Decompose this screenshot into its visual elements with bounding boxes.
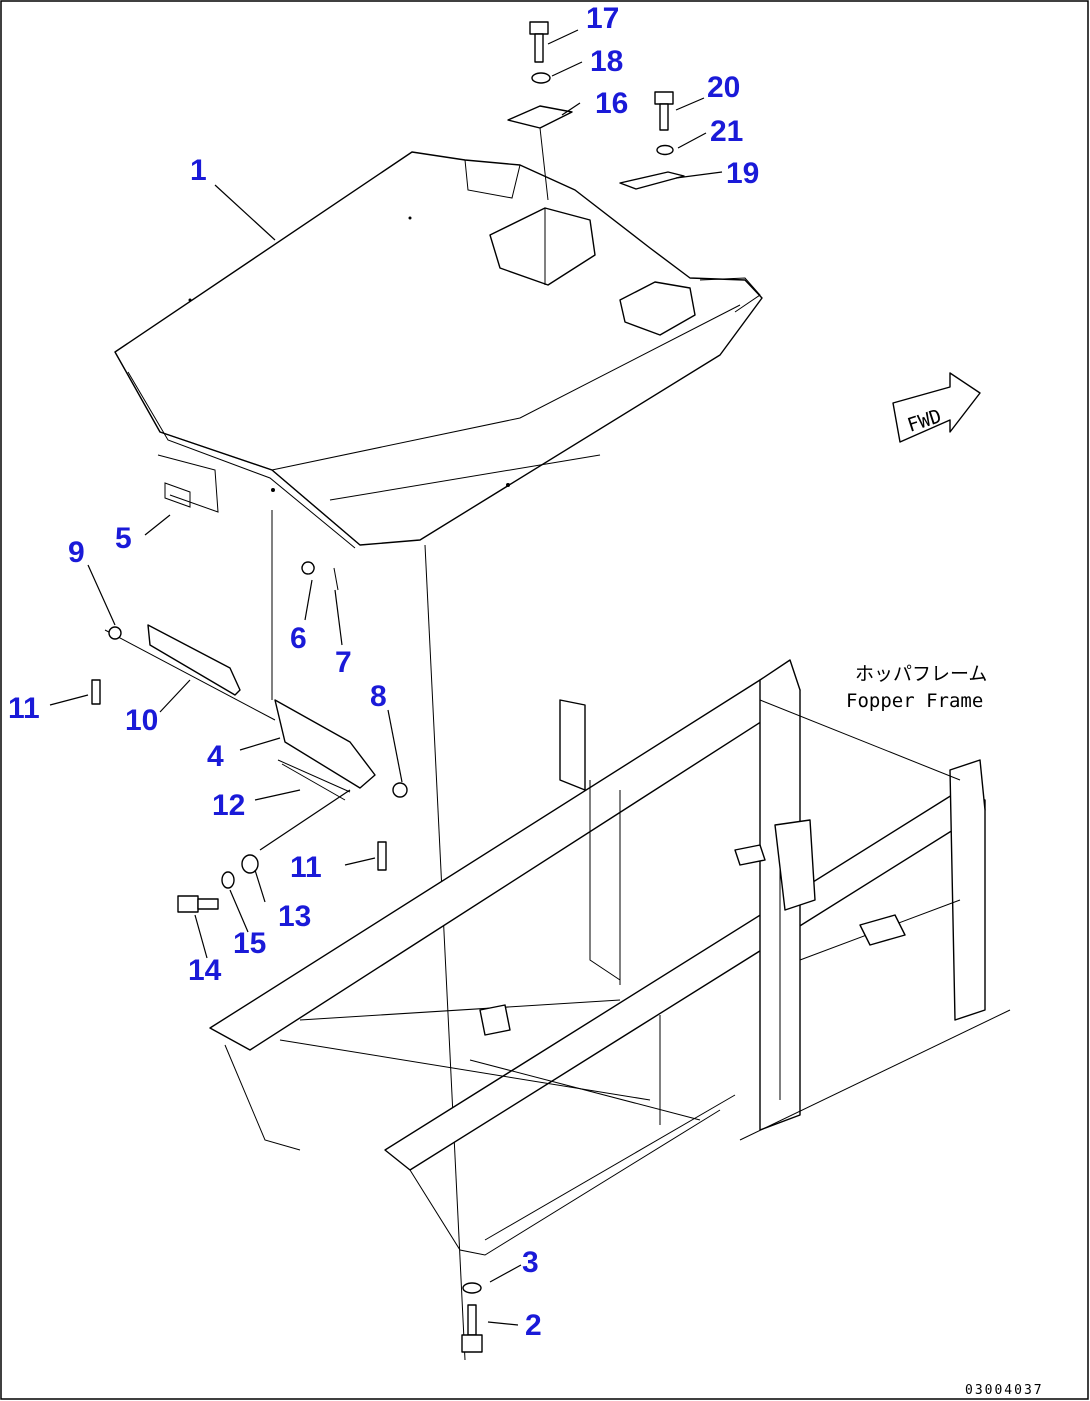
callout-21: 21 [710,115,743,148]
callout-3: 3 [522,1246,539,1279]
callout-12: 12 [212,789,245,822]
washer-18 [531,72,551,84]
frame-label-jp: ホッパフレーム [855,663,987,685]
plate-16 [507,105,573,129]
callout-20: 20 [707,71,740,104]
callout-19: 19 [726,157,759,190]
callout-16: 16 [595,87,628,120]
bolt-20 [654,91,674,131]
washer-21 [656,144,674,156]
frame-label-en: Fopper Frame [846,690,983,712]
cover-panel [114,151,763,549]
callout-4: 4 [207,740,224,773]
hopper-frame [209,659,1011,1256]
callout-5: 5 [115,522,132,555]
callout-9: 9 [68,536,85,569]
washer-15 [221,871,235,889]
hinge-assembly [91,482,408,871]
callout-6: 6 [290,622,307,655]
callout-8: 8 [370,680,387,713]
leader-lines [49,29,723,1326]
callout-10: 10 [125,704,158,737]
callout-11-left: 11 [8,692,40,725]
callout-11-right: 11 [290,851,322,884]
bolt-14 [177,895,219,913]
callout-7: 7 [335,646,352,679]
bolt-2 [461,1304,483,1353]
callout-13: 13 [278,900,311,933]
washer-3 [462,1282,482,1294]
drawing-code: 03004037 [965,1383,1044,1398]
callout-2: 2 [525,1309,542,1342]
callout-1: 1 [190,154,207,187]
callout-14: 14 [188,954,222,987]
washer-13 [241,854,259,874]
callout-17: 17 [586,2,619,35]
bolt-17 [529,21,549,63]
fwd-arrow-icon: FWD [892,372,981,443]
callout-15: 15 [233,927,266,960]
plate-19 [619,171,685,190]
callout-18: 18 [590,45,623,78]
